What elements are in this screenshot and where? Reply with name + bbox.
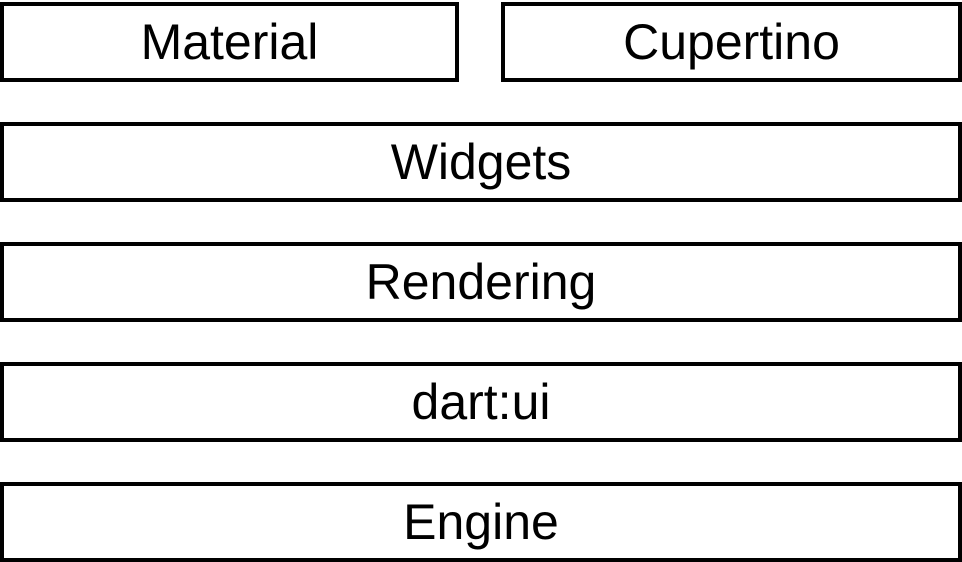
layer-label-engine: Engine bbox=[403, 494, 559, 550]
layer-box-engine: Engine bbox=[0, 482, 962, 562]
layer-label-widgets: Widgets bbox=[390, 134, 572, 190]
layer-row-top: Material Cupertino bbox=[0, 2, 962, 82]
layer-row-rendering: Rendering bbox=[0, 242, 962, 322]
layer-label-cupertino: Cupertino bbox=[623, 14, 840, 70]
layer-box-cupertino: Cupertino bbox=[501, 2, 962, 82]
layer-box-widgets: Widgets bbox=[0, 122, 962, 202]
layer-label-rendering: Rendering bbox=[365, 254, 597, 310]
layer-box-dart-ui: dart:ui bbox=[0, 362, 962, 442]
layer-label-material: Material bbox=[140, 14, 319, 70]
layer-row-dart-ui: dart:ui bbox=[0, 362, 962, 442]
layer-box-material: Material bbox=[0, 2, 459, 82]
layer-box-rendering: Rendering bbox=[0, 242, 962, 322]
layer-row-widgets: Widgets bbox=[0, 122, 962, 202]
layer-label-dart-ui: dart:ui bbox=[411, 374, 551, 430]
layer-row-engine: Engine bbox=[0, 482, 962, 562]
